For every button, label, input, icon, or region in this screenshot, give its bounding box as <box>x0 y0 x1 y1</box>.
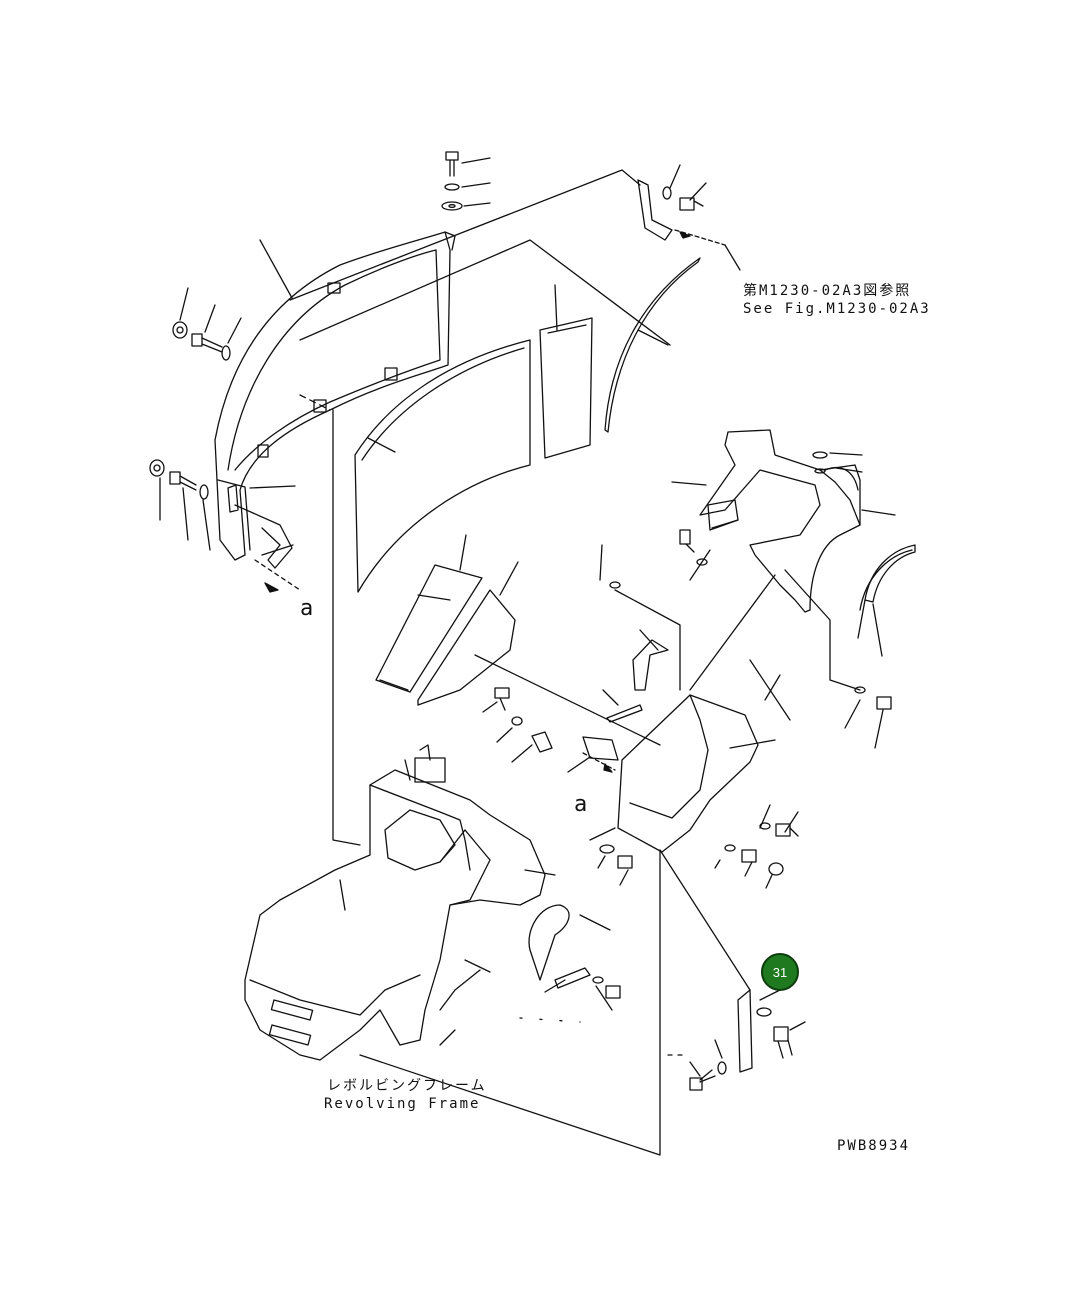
see-fig-reference-jp: 第M1230-02A3図参照 <box>743 283 912 299</box>
part-callout-31[interactable]: 31 <box>761 953 799 991</box>
mid-bolt-set <box>483 688 618 772</box>
view-marker-a-lower: a <box>574 792 588 817</box>
arch-seal <box>858 545 915 656</box>
top-bolt-stack <box>442 152 490 210</box>
box-cover <box>590 695 798 888</box>
top-right-bracket <box>638 165 740 270</box>
revolving-frame <box>245 745 620 1060</box>
left-hardware <box>150 288 241 550</box>
curved-strip <box>605 258 700 432</box>
assembly-guide-lines <box>290 170 860 1155</box>
right-bracket-assembly <box>672 430 895 612</box>
wedge-panels <box>376 535 518 705</box>
drawing-id: PWB8934 <box>837 1138 911 1154</box>
bottom-right-hardware <box>520 990 805 1090</box>
left-cover-panel <box>215 232 455 592</box>
center-curved-panel <box>355 340 530 592</box>
revolving-frame-label-en: Revolving Frame <box>324 1096 481 1112</box>
narrow-panel <box>540 285 592 458</box>
center-hardware <box>600 530 891 748</box>
see-fig-reference-en: See Fig.M1230-02A3 <box>743 301 931 317</box>
view-marker-a-upper: a <box>300 596 314 621</box>
revolving-frame-label-jp: レボルビングフレーム <box>327 1078 487 1094</box>
